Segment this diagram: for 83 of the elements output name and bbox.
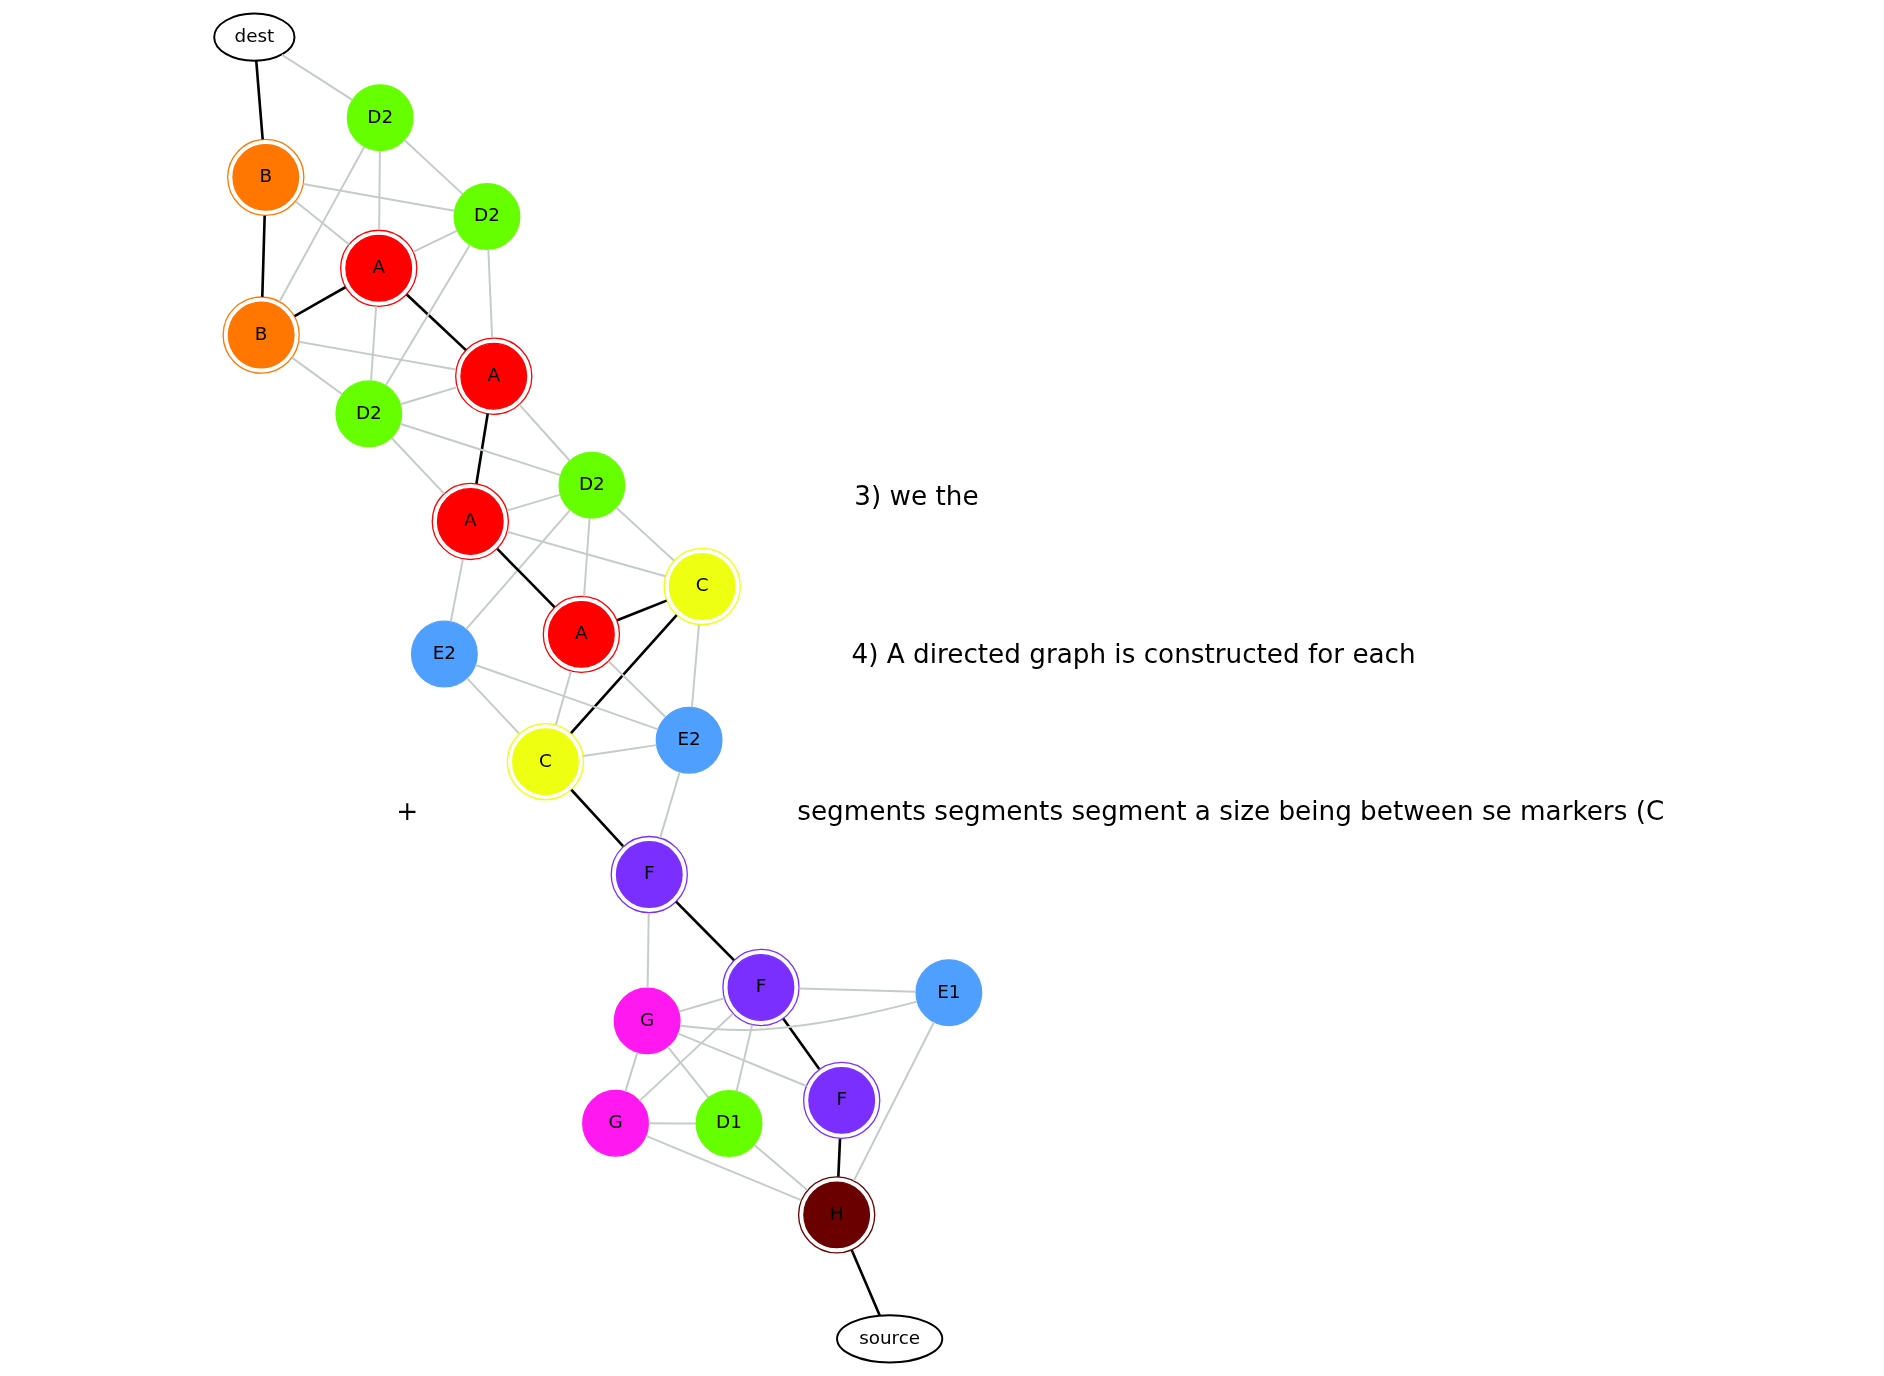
connector bbox=[294, 200, 351, 246]
connector bbox=[677, 997, 726, 1013]
connector bbox=[506, 530, 667, 578]
connector bbox=[399, 422, 562, 477]
connector bbox=[487, 248, 494, 339]
connector bbox=[465, 509, 572, 631]
connector bbox=[297, 340, 457, 371]
node-ellipse: source bbox=[836, 1314, 944, 1364]
connector bbox=[798, 987, 917, 993]
connector bbox=[412, 229, 458, 253]
connector bbox=[666, 1045, 710, 1099]
connector bbox=[837, 1138, 842, 1177]
node-circle: D2 bbox=[335, 380, 403, 448]
connector bbox=[475, 413, 489, 484]
connector bbox=[291, 356, 344, 396]
connector bbox=[624, 1051, 639, 1093]
node-circle: A bbox=[455, 337, 533, 415]
node-circle: D2 bbox=[558, 451, 626, 519]
node-circle: A bbox=[340, 229, 418, 307]
connector bbox=[645, 1134, 803, 1202]
node-circle: C bbox=[663, 547, 741, 626]
connector bbox=[403, 139, 464, 196]
node-circle: F bbox=[803, 1061, 881, 1140]
connector bbox=[384, 243, 472, 387]
node-circle: G bbox=[582, 1089, 649, 1157]
node-circle: D2 bbox=[346, 84, 414, 152]
connector bbox=[850, 1249, 881, 1316]
connector bbox=[390, 436, 446, 495]
connector bbox=[280, 53, 354, 101]
node-circle: F bbox=[610, 835, 688, 914]
connector bbox=[782, 1018, 821, 1070]
connector bbox=[679, 1000, 918, 1031]
node-circle: A bbox=[431, 482, 510, 561]
node-circle: F bbox=[722, 948, 800, 1027]
connector bbox=[378, 149, 381, 231]
connector bbox=[735, 1023, 754, 1093]
connector bbox=[638, 1012, 734, 1102]
connector bbox=[570, 614, 678, 734]
connector bbox=[647, 1122, 698, 1125]
connector bbox=[753, 1144, 809, 1191]
connector bbox=[302, 183, 456, 212]
node-circle: E2 bbox=[410, 620, 478, 688]
connector bbox=[646, 912, 650, 990]
connector bbox=[570, 788, 625, 847]
connector bbox=[676, 1032, 808, 1087]
connector bbox=[616, 599, 668, 622]
node-circle: G bbox=[613, 987, 681, 1055]
connector bbox=[370, 305, 378, 382]
connector bbox=[255, 60, 264, 140]
connector bbox=[294, 286, 346, 318]
connector bbox=[449, 558, 464, 623]
node-circle: A bbox=[542, 595, 621, 674]
connector bbox=[496, 548, 556, 608]
label: + bbox=[396, 796, 419, 827]
label: 3) we the bbox=[854, 481, 979, 512]
node-circle: C bbox=[506, 722, 585, 801]
node-circle: E1 bbox=[915, 959, 983, 1027]
connector bbox=[675, 900, 735, 962]
connector bbox=[405, 293, 467, 352]
connector bbox=[690, 623, 700, 709]
node-circle: D2 bbox=[453, 183, 521, 251]
connector bbox=[607, 660, 667, 718]
node-circle: B bbox=[222, 296, 300, 374]
connector bbox=[399, 386, 459, 406]
connector bbox=[615, 506, 675, 562]
node-circle: B bbox=[227, 138, 305, 217]
connector bbox=[554, 670, 572, 726]
label: segments segments segment a size being between se markers (C bbox=[797, 796, 1665, 827]
label: 4) A directed graph is constructed for each bbox=[851, 638, 1416, 669]
connector bbox=[659, 770, 681, 839]
connector bbox=[582, 744, 658, 758]
connector bbox=[583, 517, 591, 598]
connector bbox=[261, 215, 266, 297]
connector bbox=[466, 677, 520, 735]
node-circle: E2 bbox=[655, 706, 723, 774]
connector bbox=[852, 1021, 936, 1182]
connector bbox=[518, 403, 571, 462]
node-ellipse: dest bbox=[213, 12, 296, 62]
connector bbox=[505, 493, 562, 512]
node-circle: D1 bbox=[695, 1090, 763, 1157]
node-circle: H bbox=[797, 1176, 876, 1254]
connector bbox=[474, 664, 660, 731]
connector bbox=[278, 145, 366, 303]
